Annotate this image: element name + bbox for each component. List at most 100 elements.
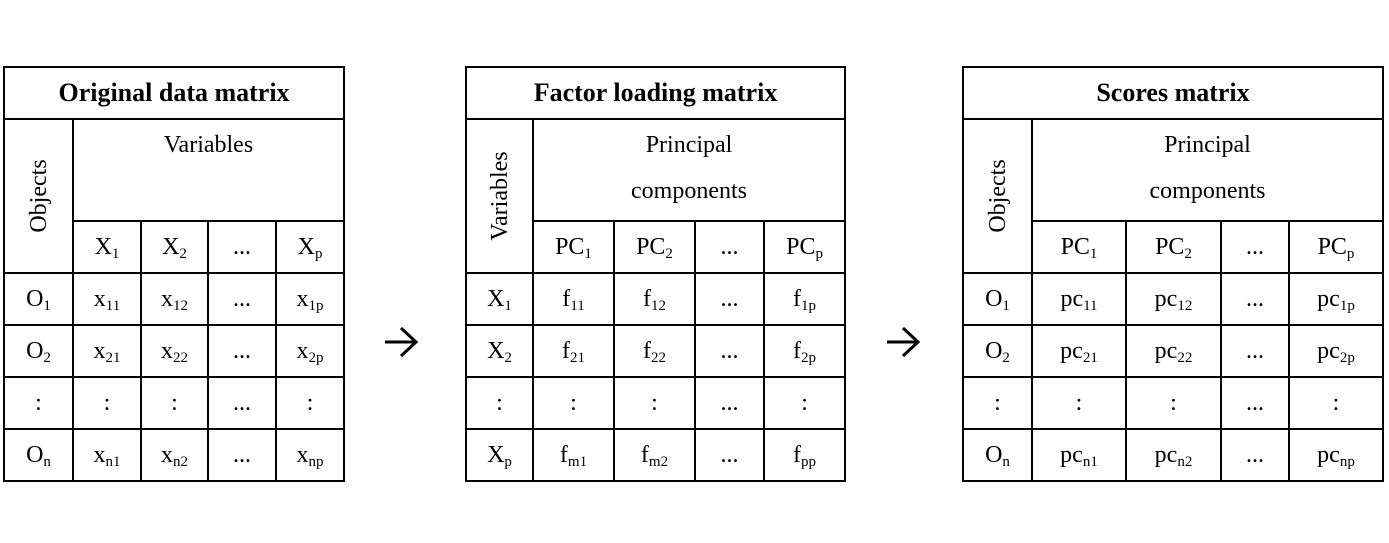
column-header-cell-text: PC: [1317, 234, 1347, 260]
row-label-cell-text: X: [487, 338, 505, 364]
matrix-cell-subscript: 11: [570, 298, 585, 314]
matrix-cell-subscript: m1: [567, 454, 588, 470]
matrix-cell-text: ...: [1246, 286, 1264, 312]
matrix-cell: pc11: [1031, 272, 1127, 326]
matrix-cell: ...: [1220, 428, 1290, 482]
matrix-cell: fm2: [613, 428, 696, 482]
matrix-cell: xnp: [274, 428, 346, 482]
matrix-cell: x12: [140, 272, 209, 326]
right-arrow-icon: [887, 326, 921, 358]
matrix-cell-text: f: [562, 286, 571, 312]
matrix-cell-subscript: n2: [1177, 454, 1193, 470]
matrix-cell-text: x: [93, 442, 106, 468]
column-header-cell: Xp: [274, 220, 346, 274]
row-label-cell: Xp: [465, 428, 534, 482]
matrix-cell: x2p: [274, 324, 346, 378]
matrix-cell: ...: [207, 324, 277, 378]
row-label-cell-subscript: n: [1002, 454, 1010, 470]
matrix-cell: x22: [140, 324, 209, 378]
matrix-cell-text: f: [640, 442, 649, 468]
matrix-cell-text: pc: [1317, 442, 1340, 468]
column-header-cell-subscript: p: [1346, 246, 1355, 262]
matrix-cell-subscript: 22: [173, 350, 188, 366]
row-label-cell-text: :: [496, 390, 503, 416]
matrix-cell: x1p: [274, 272, 346, 326]
factor-loading-matrix: Factor loading matrix Variables Principa…: [464, 66, 847, 482]
matrix-cell-text: ...: [1246, 390, 1264, 416]
matrix-cell: f2p: [762, 324, 847, 378]
matrix-cell: :: [72, 376, 142, 430]
column-header-cell: PCp: [762, 220, 847, 274]
matrix-cell-text: x: [296, 442, 309, 468]
matrix-cell-text: f: [559, 442, 568, 468]
matrix-cell-text: x: [296, 286, 309, 312]
column-header-cell: PC2: [613, 220, 696, 274]
column-header-cell-subscript: 1: [584, 246, 592, 262]
matrix-cell: :: [762, 376, 847, 430]
row-label-cell-subscript: p: [504, 454, 512, 470]
column-header-cell-text: PC: [1155, 234, 1185, 260]
matrix-cell-text: ...: [1246, 442, 1264, 468]
matrix-cell: f12: [613, 272, 696, 326]
column-group-label: Principal components: [531, 118, 847, 222]
matrix-cell: f11: [532, 272, 615, 326]
matrix-cell-text: pc: [1154, 442, 1178, 468]
matrix-cell-text: f: [793, 286, 802, 312]
matrix-cell: pc1p: [1288, 272, 1384, 326]
matrix-cell-text: :: [1075, 390, 1083, 416]
matrix-cell-text: pc: [1060, 442, 1083, 468]
row-label-cell: :: [465, 376, 534, 430]
matrix-cell: x21: [72, 324, 142, 378]
matrix-cell-text: pc: [1060, 338, 1083, 364]
matrix-cell: ...: [1220, 324, 1290, 378]
row-label-cell-text: X: [487, 442, 505, 468]
row-label-cell-subscript: 1: [1002, 298, 1010, 314]
column-header-cell-text: X: [297, 234, 315, 260]
matrix-cell: :: [532, 376, 615, 430]
column-header-cell-subscript: 2: [179, 246, 187, 262]
row-label-cell-subscript: 1: [43, 298, 51, 314]
row-label-cell-text: O: [985, 442, 1003, 468]
matrix-title: Scores matrix: [962, 66, 1384, 120]
matrix-cell: ...: [694, 272, 765, 326]
original-data-matrix: Original data matrix Objects Variables X…: [2, 66, 346, 482]
column-header-cell: PC2: [1125, 220, 1222, 274]
matrix-cell: ...: [207, 428, 277, 482]
matrix-cell-subscript: n1: [1082, 454, 1098, 470]
matrix-cell: x11: [72, 272, 142, 326]
row-label-cell: X2: [465, 324, 534, 378]
column-header-cell-subscript: 2: [665, 246, 673, 262]
matrix-cell-text: ...: [720, 442, 739, 468]
matrix-cell-subscript: 22: [1177, 350, 1193, 366]
matrix-cell-text: :: [306, 390, 314, 416]
matrix-cell-text: x: [161, 442, 173, 468]
row-label-cell: X1: [465, 272, 534, 326]
column-group-text: Principal components: [631, 132, 748, 204]
matrix-cell-subscript: 21: [105, 350, 121, 366]
matrix-cell: f22: [613, 324, 696, 378]
row-label-cell: On: [3, 428, 74, 482]
row-axis-label: Variables: [465, 118, 534, 274]
matrix-cell-text: x: [161, 338, 173, 364]
column-header-cell: X1: [72, 220, 142, 274]
matrix-cell-subscript: 1p: [1339, 298, 1355, 314]
matrix-cell: ...: [1220, 376, 1290, 430]
matrix-cell-text: f: [643, 338, 651, 364]
matrix-cell: pc12: [1125, 272, 1222, 326]
matrix-cell: fm1: [532, 428, 615, 482]
matrix-cell: :: [1288, 376, 1384, 430]
matrix-cell-subscript: 2p: [801, 350, 817, 366]
matrix-cell-text: pc: [1317, 286, 1340, 312]
row-label-cell: O1: [3, 272, 74, 326]
column-header-cell-text: PC: [1060, 234, 1090, 260]
